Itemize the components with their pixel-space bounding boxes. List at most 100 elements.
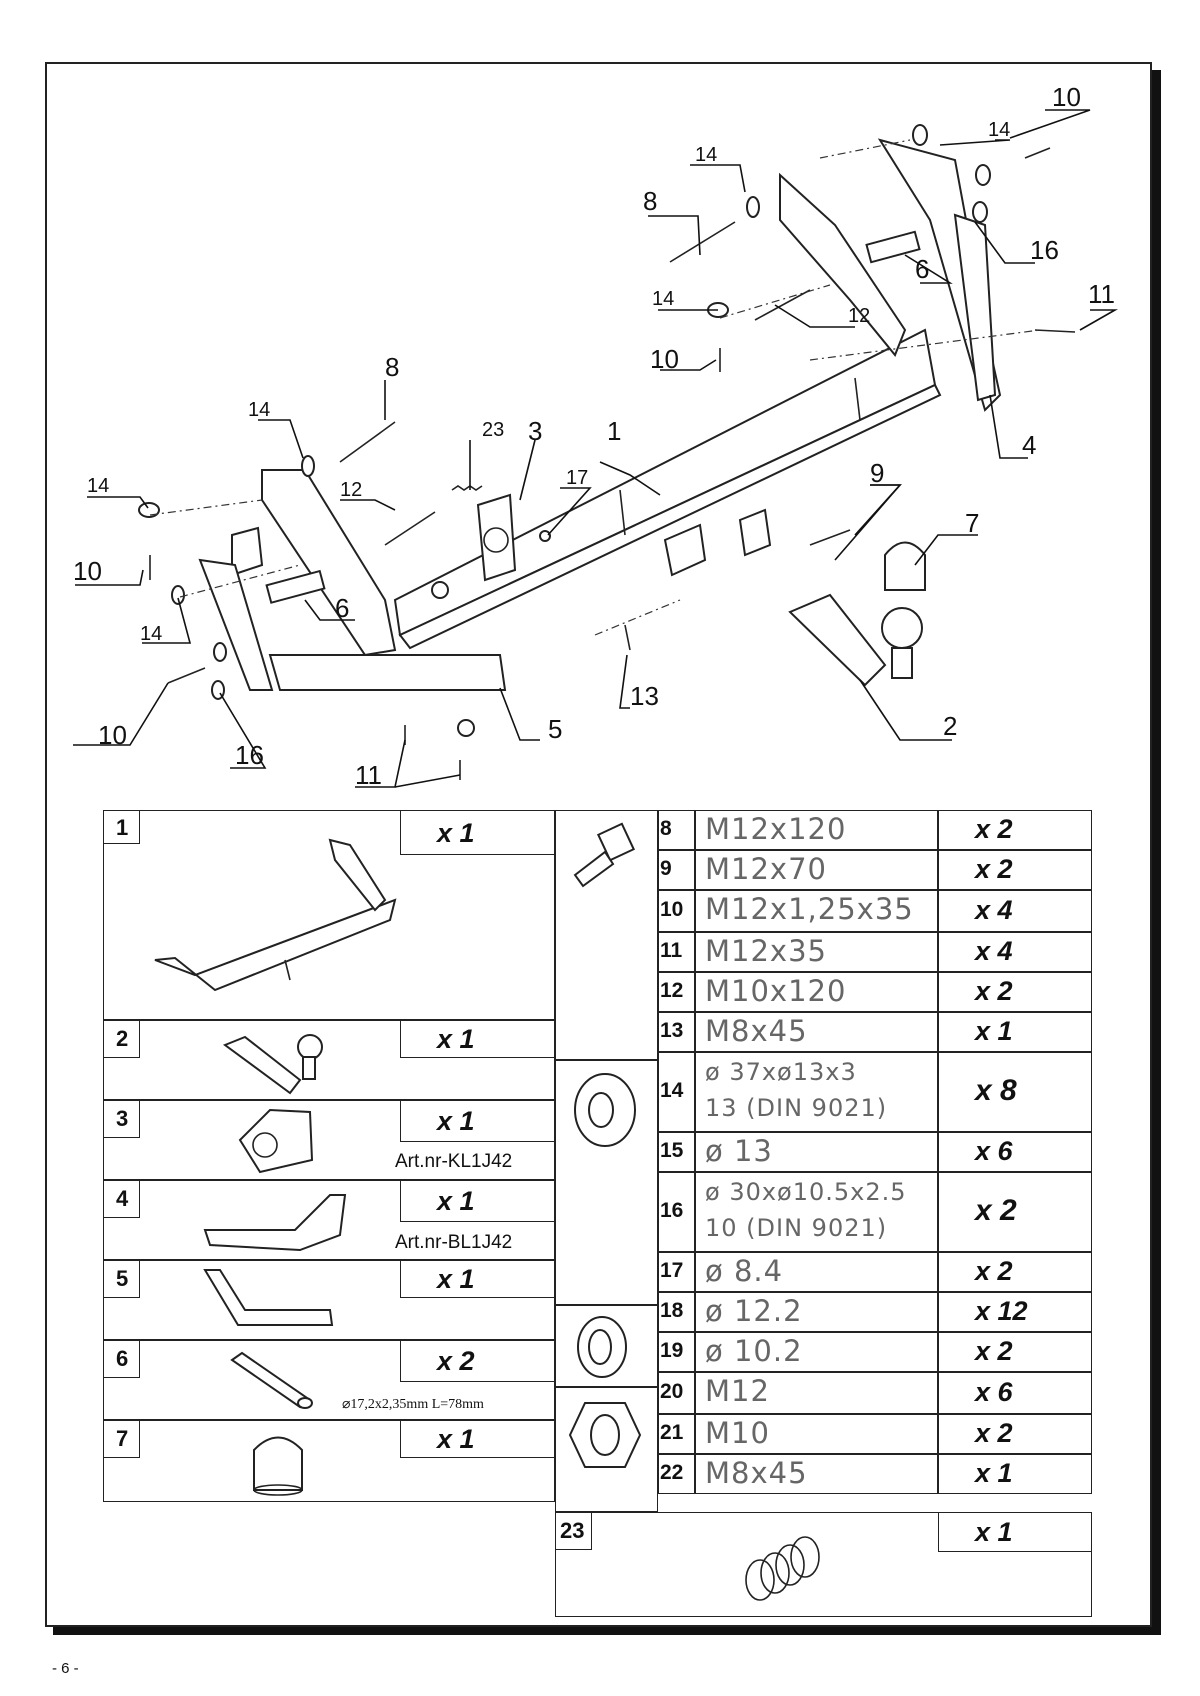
part-quantity: x 2 [975, 854, 1013, 884]
qty-box [938, 1512, 1092, 1552]
bolts [149, 147, 1076, 780]
callout-9: 9 [870, 458, 884, 488]
part-num-box [103, 1020, 140, 1058]
callout-6: 6 [915, 254, 929, 284]
spec-box [695, 1132, 938, 1172]
callout-14: 14 [652, 288, 674, 310]
spec-box [695, 810, 938, 850]
part-number: 23 [560, 1518, 585, 1543]
article-number: Art.nr-KL1J42 [395, 1151, 513, 1172]
part-number: 2 [116, 1026, 129, 1051]
part-number: 3 [116, 1106, 129, 1131]
qty-box [938, 1132, 1092, 1172]
part-num-box [103, 1100, 140, 1138]
spacer-tube-thumbnail [230, 1351, 313, 1409]
part-num-box [658, 850, 695, 890]
article-number: Art.nr-BL1J42 [395, 1232, 513, 1253]
part-num-box [658, 1012, 695, 1052]
part-number: 13 [660, 1019, 684, 1042]
part-quantity: x 6 [975, 1136, 1013, 1166]
callout-5: 5 [548, 714, 562, 744]
callout-11: 11 [355, 760, 382, 790]
part-quantity: x 12 [975, 1296, 1028, 1326]
spec-box [695, 1052, 938, 1132]
part-number: 20 [660, 1380, 684, 1403]
part-quantity: x 1 [437, 1264, 475, 1294]
sheet-shadow-right [1152, 70, 1161, 1635]
spec-box [695, 1414, 938, 1454]
qty-box [400, 1020, 555, 1058]
part-number: 5 [116, 1266, 129, 1291]
part-number: 22 [660, 1461, 684, 1484]
part-num-box [103, 1180, 140, 1218]
fastener-spec: M12x35 [705, 934, 827, 968]
spring-part-23 [451, 485, 483, 491]
spec-box [695, 972, 938, 1012]
part-quantity: x 1 [437, 1424, 475, 1454]
flat-washer-icon [574, 1073, 636, 1147]
spring-washer-icon [577, 1316, 627, 1378]
fastener-spec: M10x120 [705, 974, 847, 1008]
part-num-box [658, 1132, 695, 1172]
qty-box [938, 972, 1092, 1012]
callout-12: 12 [340, 479, 362, 501]
part-num-box [658, 1292, 695, 1332]
callout-7: 7 [965, 508, 979, 538]
qty-box [938, 1332, 1092, 1372]
qty-box [400, 1340, 555, 1382]
callout-10: 10 [650, 344, 679, 374]
washers [138, 124, 991, 737]
callout-10: 10 [73, 556, 102, 586]
part-num-box [658, 810, 695, 850]
lower-bracket-thumbnail [203, 1269, 334, 1326]
part-number: 6 [116, 1346, 129, 1371]
sheet-shadow-bottom [53, 1627, 1161, 1635]
spec-box [695, 1332, 938, 1372]
fastener-spec: M10 [705, 1416, 770, 1450]
socket-plate-part-3 [476, 493, 517, 582]
part-num-box [103, 1340, 140, 1378]
part-quantity: x 2 [975, 1256, 1013, 1286]
part-num-box [658, 1372, 695, 1414]
spacer-tube-part-6-right [865, 230, 921, 264]
callout-11: 11 [1088, 279, 1115, 309]
fastener-spec-standard: 10 (DIN 9021) [705, 1214, 888, 1242]
part-num-box [658, 1252, 695, 1292]
part-num-box [103, 810, 140, 844]
spec-box [695, 1012, 938, 1052]
page-number: - 6 - [52, 1660, 79, 1677]
callout-14: 14 [695, 144, 717, 166]
part-number: 12 [660, 979, 684, 1002]
fastener-spec-standard: 13 (DIN 9021) [705, 1094, 888, 1122]
spec-box [695, 850, 938, 890]
qty-box [400, 1180, 555, 1222]
part-num-box [658, 1454, 695, 1494]
part-num-box [658, 1052, 695, 1132]
part-num-box [658, 1172, 695, 1252]
spec-box [695, 890, 938, 932]
part-quantity: x 6 [975, 1377, 1013, 1407]
part-quantity: x 2 [975, 976, 1013, 1006]
exploded-assembly-drawing: 10 14 14 8 16 6 11 14 12 10 4 8 14 23 3 … [73, 82, 1119, 790]
spec-box [695, 1372, 938, 1414]
part-num-box [658, 1414, 695, 1454]
spec-box [695, 1454, 938, 1494]
towball-thumbnail [222, 1034, 323, 1095]
callout-16: 16 [1030, 235, 1059, 265]
callout-14: 14 [248, 399, 270, 421]
part-quantity: x 4 [975, 936, 1013, 966]
fastener-spec: M12x70 [705, 852, 827, 886]
callout-8: 8 [643, 186, 657, 216]
callout-8: 8 [385, 352, 399, 382]
part-number: 19 [660, 1339, 684, 1362]
callout-23: 23 [482, 419, 504, 441]
side-plate-thumbnail [203, 1194, 347, 1252]
part-num-box [103, 1420, 140, 1458]
part-number: 17 [660, 1259, 684, 1282]
fastener-spec: ø 37xø13x3 [705, 1058, 857, 1086]
fastener-spec: M8x45 [705, 1456, 808, 1490]
qty-box [400, 1420, 555, 1458]
callout-1: 1 [607, 416, 621, 446]
fastener-spec: ø 13 [705, 1134, 773, 1168]
part-number: 1 [116, 815, 129, 840]
